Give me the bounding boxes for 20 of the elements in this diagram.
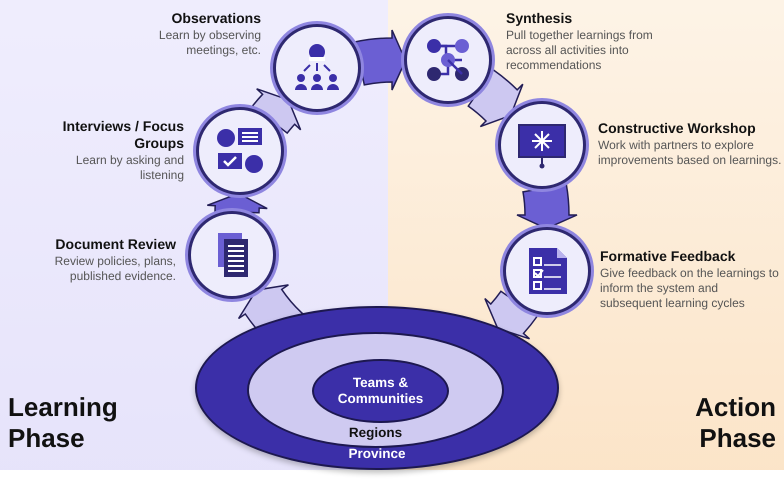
step-description: Pull together learnings from across all activities into recommendations <box>506 28 654 73</box>
ellipse-label: Teams & Communities <box>336 375 424 407</box>
phase-title: Action Phase <box>694 392 776 454</box>
step-title: Synthesis <box>506 10 574 27</box>
step-title: Constructive Workshop <box>598 120 757 137</box>
ellipse-label: Regions <box>348 425 404 441</box>
step-title: Interviews / Focus Groups <box>62 118 184 152</box>
cycle-arrow-segment <box>468 69 524 128</box>
step-title: Formative Feedback <box>600 248 736 265</box>
step-description: Review policies, plans, published evidence. <box>54 254 176 284</box>
phase-title: Learning Phase <box>8 392 119 454</box>
ellipse-label: Province <box>347 446 407 462</box>
step-description: Give feedback on the learnings to inform the system and subsequent learning cycles <box>600 266 780 311</box>
cycle-arrow-segment <box>484 290 538 340</box>
step-title: Observations <box>170 10 261 27</box>
step-description: Learn by asking and listening <box>74 153 184 183</box>
step-description: Learn by observing meetings, etc. <box>158 28 261 58</box>
cycle-arrow-segment <box>252 88 302 134</box>
step-title: Document Review <box>54 236 176 253</box>
step-description: Work with partners to explore improvements based on learnings. <box>598 138 782 168</box>
